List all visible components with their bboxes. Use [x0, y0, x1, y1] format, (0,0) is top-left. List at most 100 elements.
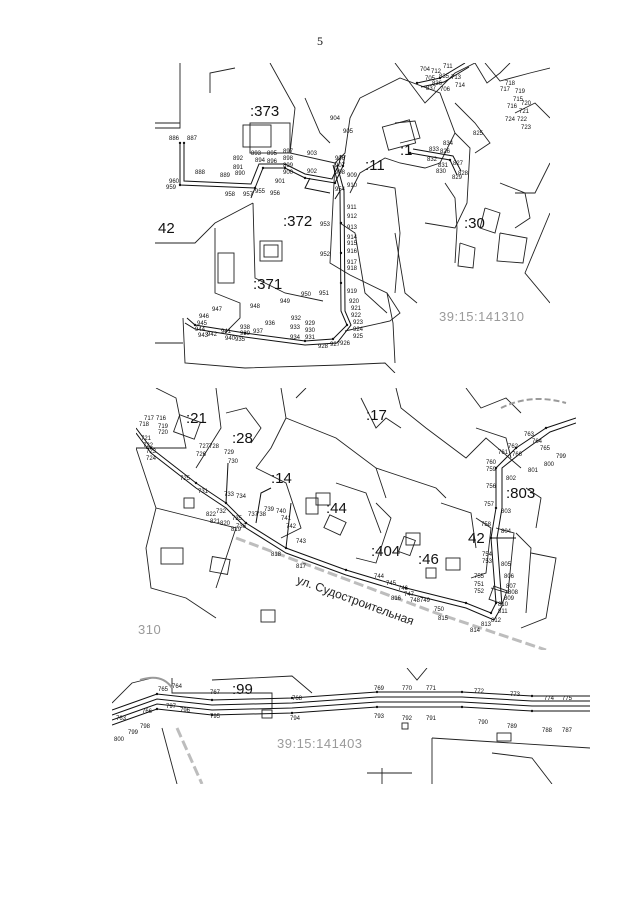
pt-label: 899: [283, 163, 294, 169]
pt-label: 735: [232, 516, 243, 522]
pt-label: 952: [320, 252, 331, 258]
parcel-label: 42: [158, 220, 175, 237]
pt-label: 767: [210, 690, 221, 696]
pt-label: 946: [199, 314, 210, 320]
pt-label: 957: [243, 192, 254, 198]
pt-label: 724: [505, 117, 516, 123]
pt-label: 813: [481, 622, 492, 628]
pt-label: 932: [291, 316, 302, 322]
pt-label: 765: [540, 446, 551, 452]
pt-label: 742: [286, 524, 297, 530]
pt-label: 953: [320, 222, 331, 228]
pt-label: 726: [196, 452, 207, 458]
pt-label: 891: [233, 165, 244, 171]
pt-label: 727: [199, 444, 210, 450]
pt-label: 796: [180, 708, 191, 714]
parcel-label: :17: [366, 407, 387, 424]
pt-label: 705: [425, 76, 436, 82]
pt-label: 936: [265, 321, 276, 327]
pt-label: 801: [528, 468, 539, 474]
pt-label: 738: [256, 512, 267, 518]
pt-label: 723: [146, 449, 157, 455]
pt-label: 730: [228, 459, 239, 465]
pt-label: 722: [143, 443, 154, 449]
pt-label: 925: [353, 334, 364, 340]
pt-label: 713: [451, 75, 462, 81]
pt-label: 819: [231, 527, 242, 533]
pt-label: 791: [426, 716, 437, 722]
pt-label: 744: [374, 574, 385, 580]
parcel-label: :372: [283, 213, 312, 230]
pt-label: 740: [276, 509, 287, 515]
pt-label: 752: [474, 589, 485, 595]
pt-label: 826: [440, 149, 451, 155]
pt-label: 828: [458, 171, 469, 177]
pt-label: 766: [512, 452, 523, 458]
pt-label: 942: [207, 332, 218, 338]
parcel-label: :11: [365, 157, 385, 174]
pt-label: 743: [296, 539, 307, 545]
pt-label: 807: [506, 584, 517, 590]
pt-label: 888: [195, 170, 206, 176]
pt-label: 754: [482, 552, 493, 558]
pt-label: 958: [225, 192, 236, 198]
pt-label: 811: [498, 609, 508, 615]
pt-label: 829: [452, 175, 463, 181]
pt-label: 797: [166, 704, 177, 710]
pt-label: 947: [212, 307, 223, 313]
pt-label: 790: [478, 720, 489, 726]
pt-label: 909: [347, 173, 358, 179]
cadastral-map-3: 763 764 765 766 767 768 769 770 771 772 …: [112, 668, 590, 784]
pt-label: 949: [280, 299, 291, 305]
pt-label: 748: [410, 598, 421, 604]
pt-label: 760: [486, 460, 497, 466]
pt-label: 817: [296, 564, 307, 570]
pt-label: 725: [180, 476, 191, 482]
pt-label: 821: [210, 519, 221, 525]
pt-label: 934: [290, 335, 301, 341]
pt-label: 758: [481, 522, 492, 528]
pt-label: 789: [507, 724, 518, 730]
quarter-number: 39:15:141403: [277, 736, 363, 751]
pt-label: 960: [169, 179, 180, 185]
pt-label: 800: [544, 462, 555, 468]
pt-label: 808: [508, 590, 519, 596]
pt-label: 762: [508, 444, 519, 450]
pt-label: 905: [343, 129, 354, 135]
parcel-label: :371: [253, 276, 282, 293]
pt-label: 895: [267, 151, 278, 157]
pt-label: 935: [235, 337, 246, 343]
pt-label: 755: [474, 574, 485, 580]
pt-label: 745: [386, 581, 397, 587]
pt-label: 836: [432, 81, 443, 87]
pt-label: 889: [220, 173, 231, 179]
quarter-number: 39:15:141310: [439, 309, 525, 324]
pt-label: 751: [474, 582, 485, 588]
pt-label: 928: [318, 344, 329, 350]
pt-label: 787: [562, 728, 573, 734]
pt-label: 720: [521, 101, 532, 107]
pt-label: 917: [347, 260, 358, 266]
pt-label: 721: [141, 436, 152, 442]
pt-label: 800: [114, 737, 125, 743]
pt-label: 737: [248, 512, 259, 518]
pt-label: 830: [436, 169, 447, 175]
pt-label: 815: [438, 616, 449, 622]
parcel-label: :44: [326, 500, 347, 517]
pt-label: 887: [187, 136, 198, 142]
parcel-label: :99: [232, 681, 253, 698]
pt-label: 902: [307, 169, 318, 175]
pt-label: 799: [556, 454, 567, 460]
page-number: 5: [317, 34, 323, 48]
pt-label: 918: [347, 266, 358, 272]
parcel-label: :1: [400, 142, 413, 159]
pt-label: 764: [532, 439, 543, 445]
pt-label: 770: [402, 686, 413, 692]
pt-label: 919: [347, 289, 358, 295]
pt-label: 764: [172, 684, 183, 690]
parcel-label: :803: [506, 485, 535, 502]
pt-label: 749: [420, 598, 431, 604]
pt-label: 733: [224, 492, 235, 498]
pt-label: 773: [510, 692, 521, 698]
pt-label: 722: [517, 117, 528, 123]
